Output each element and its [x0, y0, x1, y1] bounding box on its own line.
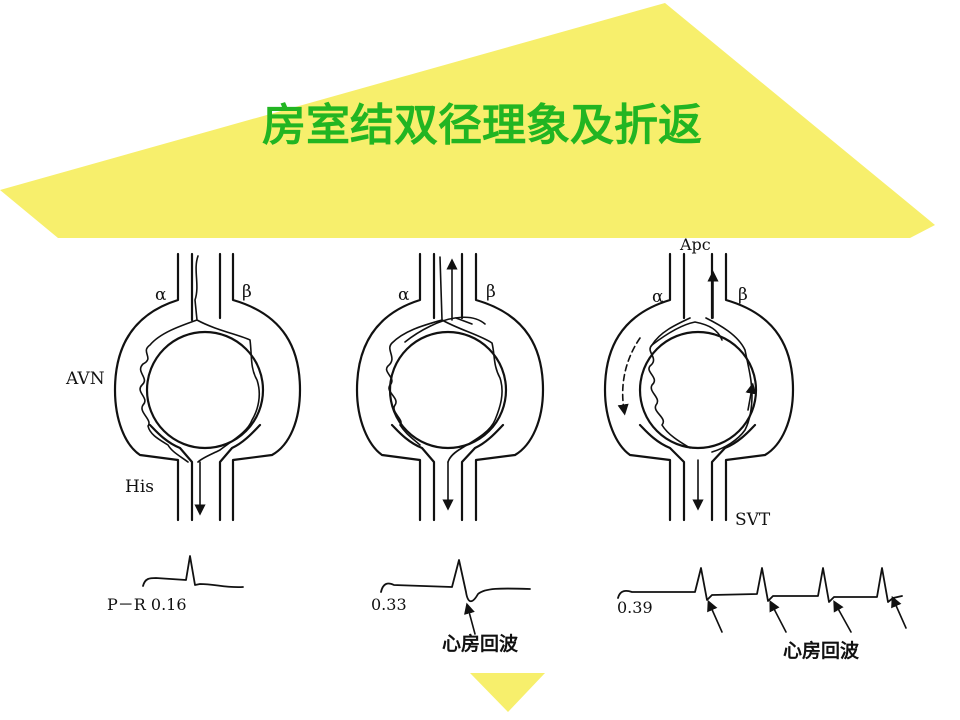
- panel-3-apc-label: Apc: [679, 235, 711, 254]
- panel-1-ecg-label: P－R 0.16: [107, 595, 187, 614]
- panel-3-echo-arrow-1: [707, 599, 723, 633]
- panel-1-beta-label: β: [242, 282, 252, 302]
- panel-1-his-label: His: [125, 477, 154, 497]
- panel-2-diagram: [355, 252, 545, 522]
- panel-2-echo-arrow: [464, 602, 476, 635]
- panel-3-echo-label: 心房回波: [783, 639, 860, 662]
- panel-3-beta-label: β: [738, 285, 748, 305]
- panel-3-echo-arrow-3: [833, 600, 852, 633]
- panel-2-ecg-trace: [380, 559, 531, 603]
- panel-1-alpha-label: α: [155, 285, 167, 305]
- panel-1-avn-label: AVN: [65, 369, 105, 389]
- panel-3-echo-arrow-2: [769, 600, 787, 633]
- panel-2-echo-label: 心房回波: [442, 632, 519, 655]
- panel-3-echo-arrow-4: [891, 595, 907, 629]
- panel-3-svt-label: SVT: [735, 510, 771, 530]
- panel-1-ecg-trace: [142, 555, 244, 589]
- panel-3-ecg-trace: [617, 567, 903, 603]
- panel-2-beta-label: β: [486, 282, 496, 302]
- slide-title: 房室结双径理象及折返: [262, 100, 702, 151]
- panel-3-ecg-label: 0.39: [617, 598, 653, 617]
- panel-2-alpha-label: α: [398, 285, 410, 305]
- bottom-down-triangle: [470, 673, 545, 712]
- yellow-banner: [0, 3, 935, 238]
- panel-3-diagram: [603, 252, 795, 522]
- panel-3-alpha-label: α: [652, 287, 664, 307]
- panel-1-diagram: [113, 252, 302, 522]
- panel-2-ecg-label: 0.33: [371, 595, 407, 614]
